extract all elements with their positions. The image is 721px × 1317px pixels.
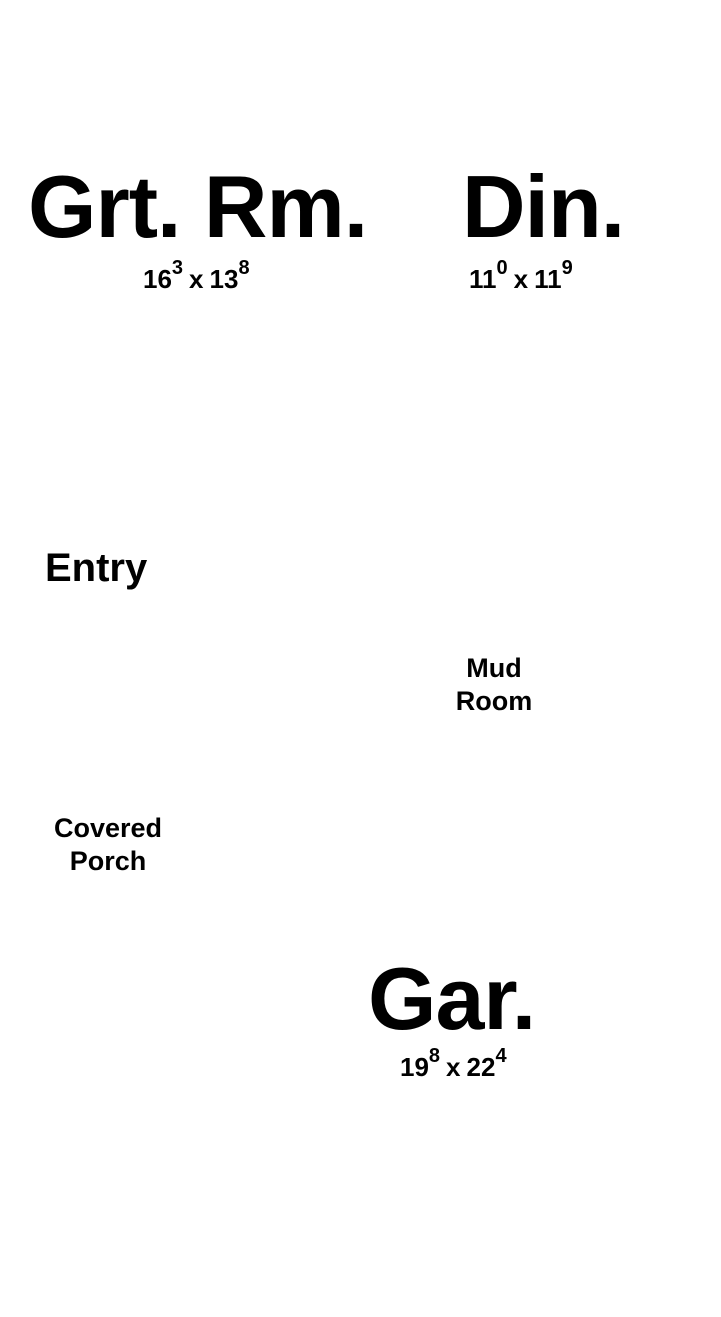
mud-room-label: Mud Room <box>444 652 544 718</box>
covered-porch-label: Covered Porch <box>40 812 176 878</box>
great-room-label: Grt. Rm. <box>28 157 368 256</box>
garage-length-ft: 22 <box>466 1052 496 1082</box>
great-room-width-ft: 16 <box>143 264 172 294</box>
dining-width-ft: 11 <box>469 264 497 294</box>
mud-room-line2: Room <box>455 685 533 716</box>
dimension-separator: x <box>189 264 204 294</box>
great-room-width-in: 3 <box>171 257 184 280</box>
dimension-separator: x <box>513 264 529 294</box>
garage-label: Gar. <box>368 949 536 1048</box>
dining-room-label: Din. <box>462 157 625 256</box>
mud-room-line1: Mud <box>466 653 522 683</box>
garage-width-ft: 19 <box>400 1052 429 1082</box>
entry-label: Entry <box>45 546 148 590</box>
great-room-length-ft: 13 <box>209 264 239 294</box>
garage-length-in: 4 <box>495 1045 507 1068</box>
garage-width-in: 8 <box>428 1045 441 1068</box>
great-room-length-in: 8 <box>238 257 250 280</box>
dining-length-ft: 11 <box>534 264 562 294</box>
dimension-separator: x <box>446 1052 461 1082</box>
covered-porch-line1: Covered <box>53 813 163 843</box>
dining-width-in: 0 <box>496 257 508 280</box>
covered-porch-line2: Porch <box>69 845 147 876</box>
dining-length-in: 9 <box>561 257 573 280</box>
